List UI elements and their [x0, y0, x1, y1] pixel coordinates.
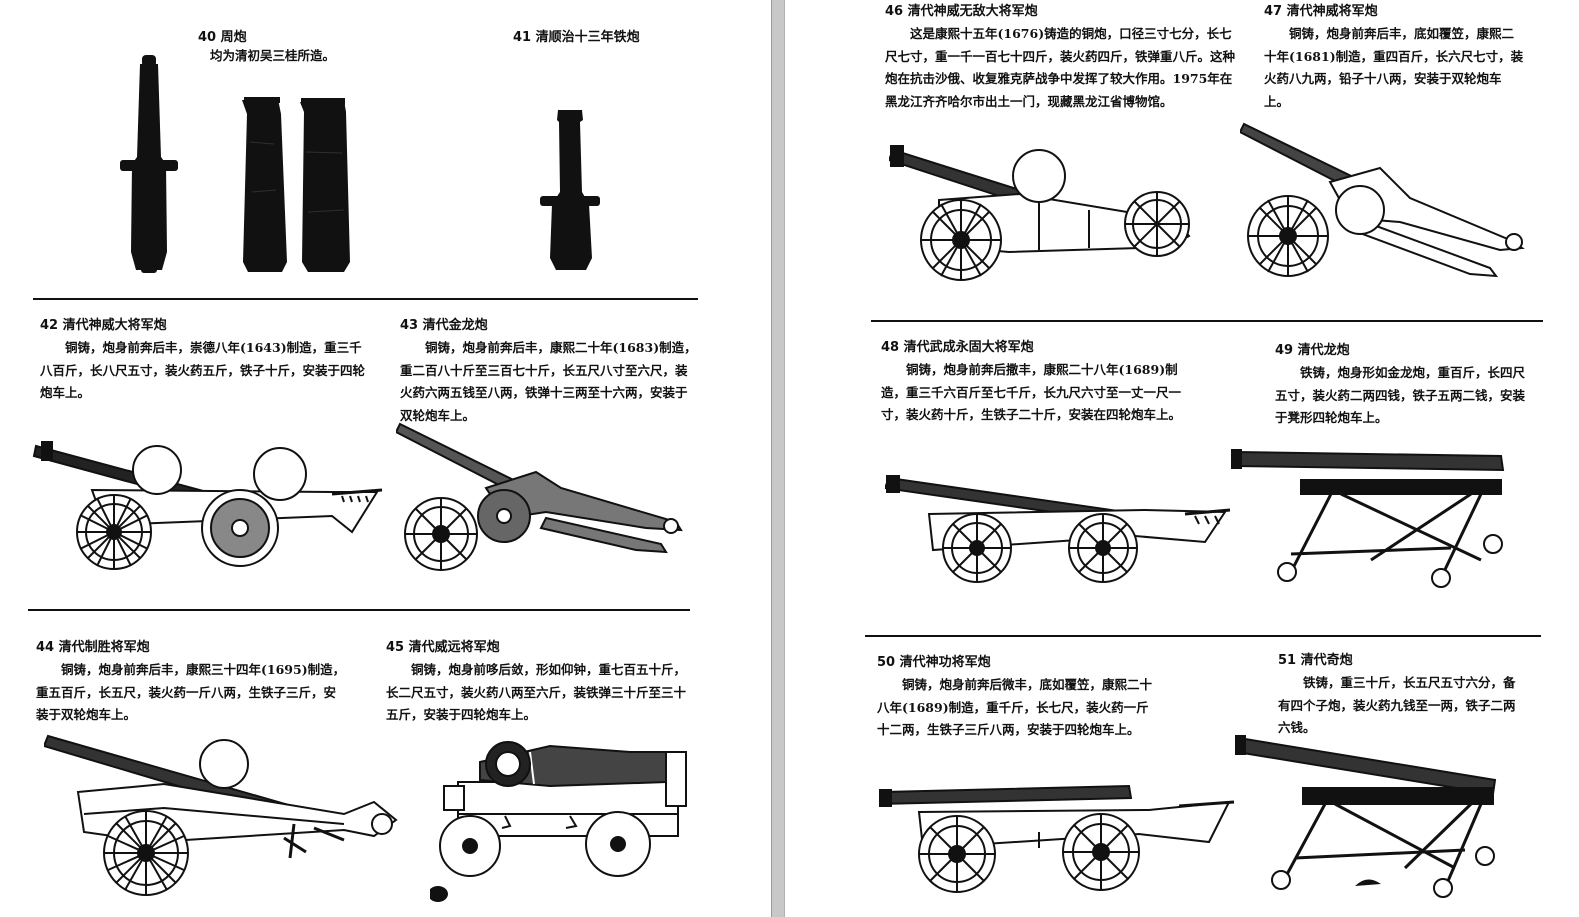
- right-page: 46 清代神威无敌大将军炮 这是康熙十五年(1676)铸造的铜炮，口径三寸七分，…: [785, 0, 1579, 917]
- figure-43-two-wheel-carriage: [396, 418, 686, 573]
- divider-rule-left-2: [28, 609, 690, 611]
- figure-49-bench-carriage: [1231, 444, 1521, 589]
- caption-49: 49 清代龙炮: [1275, 343, 1350, 358]
- desc-50: 铜铸，炮身前奔后微丰，底如覆笠，康熙二十八年(1689)制造，重千斤，长七尺，装…: [877, 677, 1153, 737]
- desc-43: 铜铸，炮身前奔后丰，康熙二十年(1683)制造，重二百八十斤至三百七十斤，长五尺…: [400, 340, 697, 423]
- left-page: 40 周炮 均为清初吴三桂所造。 41 清顺治十三年铁炮: [0, 0, 771, 917]
- figure-51-bench-carriage: [1235, 728, 1515, 898]
- divider-rule-right-2: [865, 635, 1541, 637]
- caption-51: 51 清代奇炮: [1278, 653, 1353, 668]
- caption-40: 40 周炮: [198, 30, 247, 45]
- desc-46: 这是康熙十五年(1676)铸造的铜炮，口径三寸七分，长七尺七寸，重一千一百七十四…: [885, 26, 1236, 109]
- figure-45-four-wheel-carriage: [430, 722, 700, 912]
- figure-50-four-wheel-carriage: [879, 772, 1239, 897]
- desc-42: 铜铸，炮身前奔后丰，崇德八年(1643)制造，重三千八百斤，长八尺五寸，装火药五…: [40, 340, 366, 400]
- caption-45: 45 清代威远将军炮: [386, 640, 500, 655]
- figure-44-two-wheel-carriage: [44, 728, 400, 900]
- desc-51: 铁铸，重三十斤，长五尺五寸六分，备有四个子炮，装火药九钱至一两，铁子二两六钱。: [1278, 675, 1516, 735]
- desc-44: 铜铸，炮身前奔后丰，康熙三十四年(1695)制造，重五百斤，长五尺，装火药一斤八…: [36, 662, 346, 722]
- desc-47: 铜铸，炮身前奔后丰，底如覆笠，康熙二十年(1681)制造，重四百斤，长六尺七寸，…: [1264, 26, 1524, 109]
- figure-47-two-wheel-carriage: [1240, 118, 1525, 283]
- caption-44: 44 清代制胜将军炮: [36, 640, 150, 655]
- divider-rule-right-1: [871, 320, 1543, 322]
- caption-46: 46 清代神威无敌大将军炮: [885, 4, 1038, 19]
- divider-rule-left-1: [33, 298, 698, 300]
- figure-42-four-wheel-carriage: [32, 432, 387, 572]
- caption-43: 43 清代金龙炮: [400, 318, 488, 333]
- page-gutter: [771, 0, 785, 917]
- desc-48: 铜铸，炮身前奔后撒丰，康熙二十八年(1689)制造，重三千六百斤至七千斤，长九尺…: [881, 362, 1182, 422]
- desc-40: 均为清初吴三桂所造。: [210, 48, 336, 63]
- caption-42: 42 清代神威大将军炮: [40, 318, 167, 333]
- figure-46-four-wheel-carriage: [889, 140, 1209, 285]
- figure-41-cannon: [536, 108, 606, 274]
- figure-48-four-wheel-carriage: [885, 470, 1240, 585]
- figure-40-cannons: [110, 52, 380, 277]
- desc-45: 铜铸，炮身前哆后敛，形如仰钟，重七百五十斤，长二尺五寸，装火药八两至六斤，装铁弹…: [386, 662, 687, 722]
- caption-50: 50 清代神功将军炮: [877, 655, 991, 670]
- caption-48: 48 清代武成永固大将军炮: [881, 340, 1034, 355]
- caption-47: 47 清代神威将军炮: [1264, 4, 1378, 19]
- caption-41: 41 清顺治十三年铁炮: [513, 30, 640, 45]
- desc-49: 铁铸，炮身形如金龙炮，重百斤，长四尺五寸，装火药二两四钱，铁子五两二钱，安装于凳…: [1275, 365, 1526, 425]
